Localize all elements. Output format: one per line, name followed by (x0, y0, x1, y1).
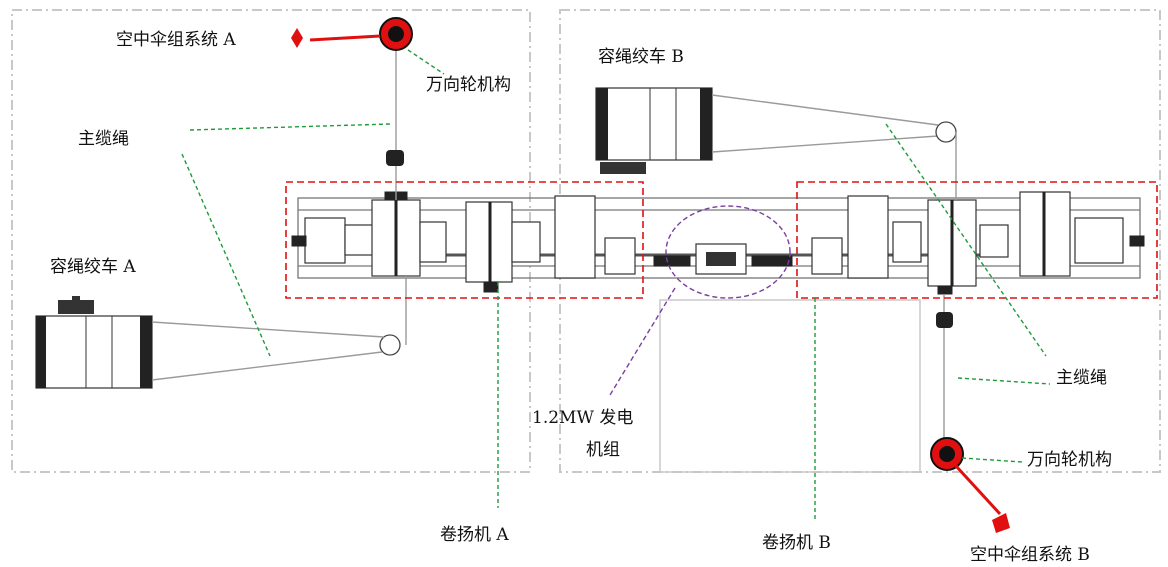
label-main-cable-b: 主缆绳 (1056, 368, 1107, 388)
cable-routing-a (151, 42, 407, 381)
label-storage-winch-a: 容绳绞车 A (50, 257, 136, 277)
hoist-b-highlight (796, 181, 1158, 299)
label-swivel-a: 万向轮机构 (426, 75, 511, 95)
storage-winch-a (35, 296, 153, 389)
label-hoist-a: 卷扬机 A (440, 525, 509, 545)
pulley-a (379, 334, 401, 356)
cable-clamp-b (936, 312, 953, 328)
generator-highlight (665, 205, 791, 299)
label-hoist-b: 卷扬机 B (762, 533, 831, 553)
label-parafoil-b: 空中伞组系统 B (970, 545, 1090, 565)
hoist-a-highlight (285, 181, 644, 299)
cable-routing-b (711, 94, 957, 442)
frame-center-bottom (659, 299, 921, 473)
label-swivel-b: 万向轮机构 (1027, 450, 1112, 470)
hoist-b-machine (811, 191, 1145, 295)
leader-lines (181, 49, 1051, 520)
generator-unit (653, 243, 793, 275)
label-main-cable-a: 主缆绳 (78, 129, 129, 149)
label-generator-line1: 1.2MW 发电 (532, 408, 633, 428)
swivel-b-icon (930, 437, 1010, 533)
cable-clamp-a (386, 150, 404, 166)
label-storage-winch-b: 容绳绞车 B (598, 47, 684, 67)
label-parafoil-a: 空中伞组系统 A (116, 30, 236, 50)
pulley-b (935, 121, 957, 143)
storage-winch-b (595, 87, 713, 174)
swivel-a-icon (291, 17, 413, 51)
label-generator-line2: 机组 (586, 440, 620, 460)
hoist-a-machine (291, 191, 636, 293)
